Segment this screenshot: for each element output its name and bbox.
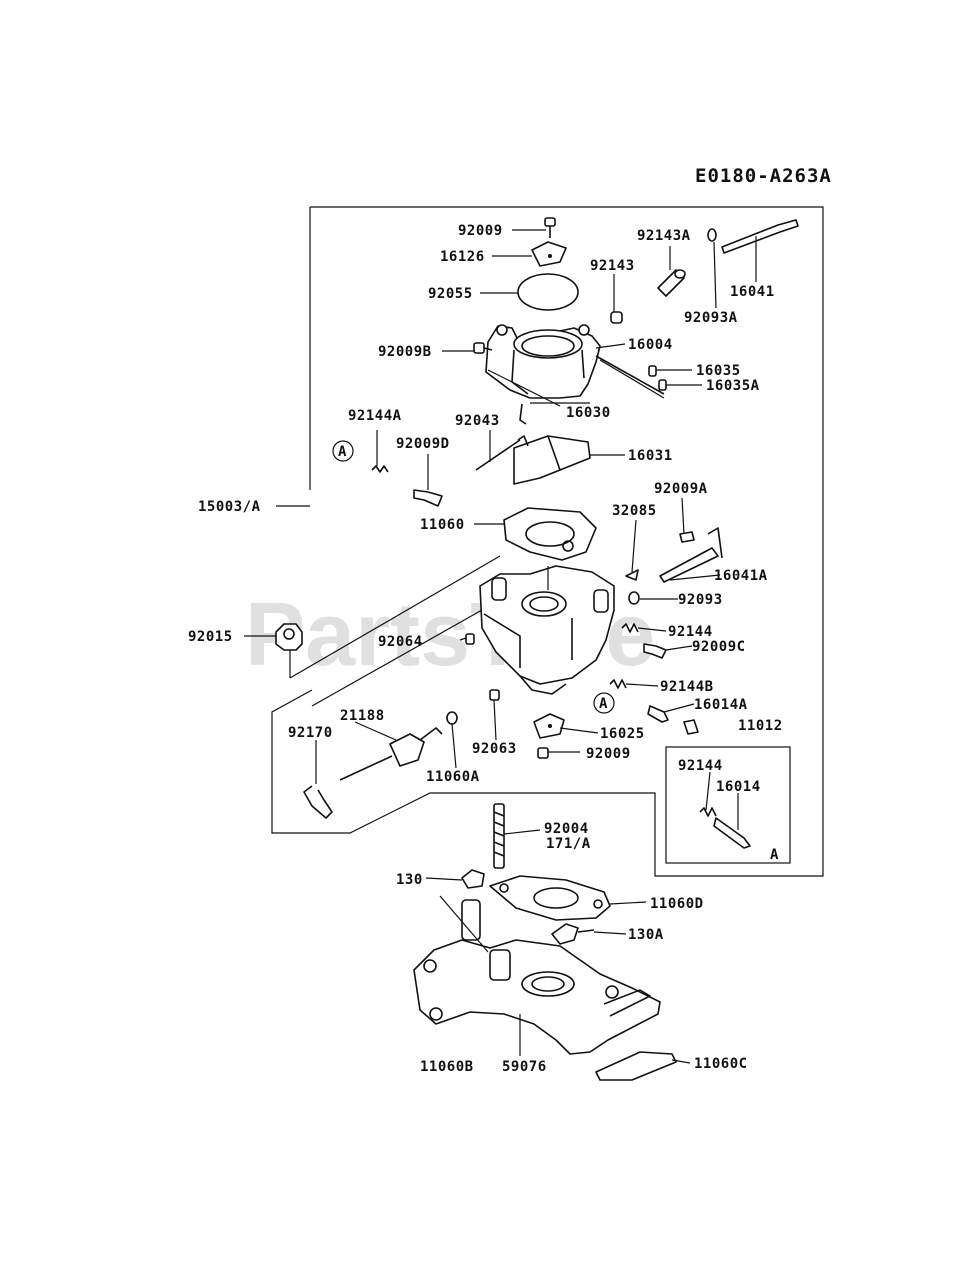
label-171A: 171/A: [546, 836, 591, 852]
plate-16025: [533, 713, 565, 739]
label-92093A: 92093A: [684, 310, 738, 326]
label-16035A: 16035A: [706, 378, 760, 394]
shaft-16041A: [659, 527, 723, 583]
label-11060: 11060: [420, 517, 465, 533]
plate-16126: [531, 241, 567, 267]
label-92055: 92055: [428, 286, 473, 302]
float-16031: [513, 435, 591, 485]
label-16004: 16004: [628, 337, 673, 353]
label-92009C: 92009C: [692, 639, 746, 655]
label-92143: 92143: [590, 258, 635, 274]
label-16041A: 16041A: [714, 568, 768, 584]
label-92093: 92093: [678, 592, 723, 608]
label-92143A: 92143A: [637, 228, 691, 244]
stud-92004: [493, 803, 505, 869]
label-92144B: 92144B: [660, 679, 714, 695]
manifold-59076: [413, 899, 661, 1055]
screw-92009A: [679, 531, 695, 543]
screw-92009D: [413, 489, 443, 507]
washer-92093A: [707, 228, 717, 242]
nut-92015: [275, 623, 303, 651]
leader-lines: [244, 229, 757, 1064]
screw-92009C: [643, 643, 667, 659]
bolt-130: [461, 869, 485, 889]
diagram-code: E0180-A263A: [695, 165, 832, 187]
label-11060D: 11060D: [650, 896, 704, 912]
label-92063: 92063: [472, 741, 517, 757]
label-11060B: 11060B: [420, 1059, 474, 1075]
label-92004: 92004: [544, 821, 589, 837]
label-32085: 32085: [612, 503, 657, 519]
washer-11060A: [446, 711, 458, 725]
screw-92009-low: [537, 747, 549, 759]
label-92009-top: 92009: [458, 223, 503, 239]
label-21188: 21188: [340, 708, 385, 724]
plug-92063: [489, 689, 500, 701]
upper-body-16004: [485, 324, 665, 399]
shaft-16041: [721, 219, 799, 254]
label-92144A: 92144A: [348, 408, 402, 424]
spring-92144B: [609, 679, 627, 689]
label-11012: 11012: [738, 718, 783, 734]
diagram-frame: [271, 206, 824, 877]
label-92009-low: 92009: [586, 746, 631, 762]
svg-text:A: A: [599, 696, 608, 712]
label-11060A: 11060A: [426, 769, 480, 785]
solenoid-21188: [339, 727, 443, 781]
label-16014A: 16014A: [694, 697, 748, 713]
label-92064: 92064: [378, 634, 423, 650]
washer-92093: [628, 591, 640, 605]
label-59076: 59076: [502, 1059, 547, 1075]
label-15003A: 15003/A: [198, 499, 261, 515]
clip-16030: [519, 403, 527, 425]
label-16126: 16126: [440, 249, 485, 265]
inset-box: [665, 746, 791, 864]
label-92015: 92015: [188, 629, 233, 645]
label-92009B: 92009B: [378, 344, 432, 360]
label-92043: 92043: [455, 413, 500, 429]
label-16025: 16025: [600, 726, 645, 742]
label-inset-92144: 92144: [678, 758, 723, 774]
label-16041: 16041: [730, 284, 775, 300]
label-16035: 16035: [696, 363, 741, 379]
label-inset-A: A: [770, 847, 779, 863]
plug-92064: [465, 633, 475, 645]
label-inset-16014: 16014: [716, 779, 761, 795]
label-92009D: 92009D: [396, 436, 450, 452]
part-labels: 92009 16126 92055 92143A 92143 16041 920…: [188, 223, 783, 1075]
oring-92055: [517, 273, 579, 311]
callout-a-upper: A: [332, 440, 354, 462]
gasket-11060D: [489, 875, 611, 921]
label-130A: 130A: [628, 927, 664, 943]
label-92144: 92144: [668, 624, 713, 640]
carburetor-body: [479, 565, 615, 695]
bolt-130A: [551, 923, 595, 945]
label-130: 130: [396, 872, 423, 888]
label-16031: 16031: [628, 448, 673, 464]
jets-16035: [648, 365, 667, 391]
clip-32085: [625, 569, 639, 581]
clamp-92170: [303, 785, 333, 819]
cap-11012: [683, 719, 699, 735]
pin-92043: [475, 439, 521, 471]
label-92009A: 92009A: [654, 481, 708, 497]
sleeve-92143A: [657, 269, 686, 297]
screw-92009-top: [544, 217, 556, 238]
spring-92144A: [371, 465, 389, 473]
gasket-11060: [503, 507, 597, 561]
label-11060C: 11060C: [694, 1056, 748, 1072]
label-92170: 92170: [288, 725, 333, 741]
label-16030: 16030: [566, 405, 611, 421]
svg-text:A: A: [338, 444, 347, 460]
screw-16014A: [647, 705, 669, 723]
callout-a-lower: A: [593, 692, 615, 714]
gasket-11060C: [595, 1051, 677, 1081]
spacer-92143: [610, 311, 623, 324]
screw-92009B: [473, 342, 493, 354]
inset-parts: [699, 807, 751, 849]
spring-92144: [621, 623, 639, 633]
